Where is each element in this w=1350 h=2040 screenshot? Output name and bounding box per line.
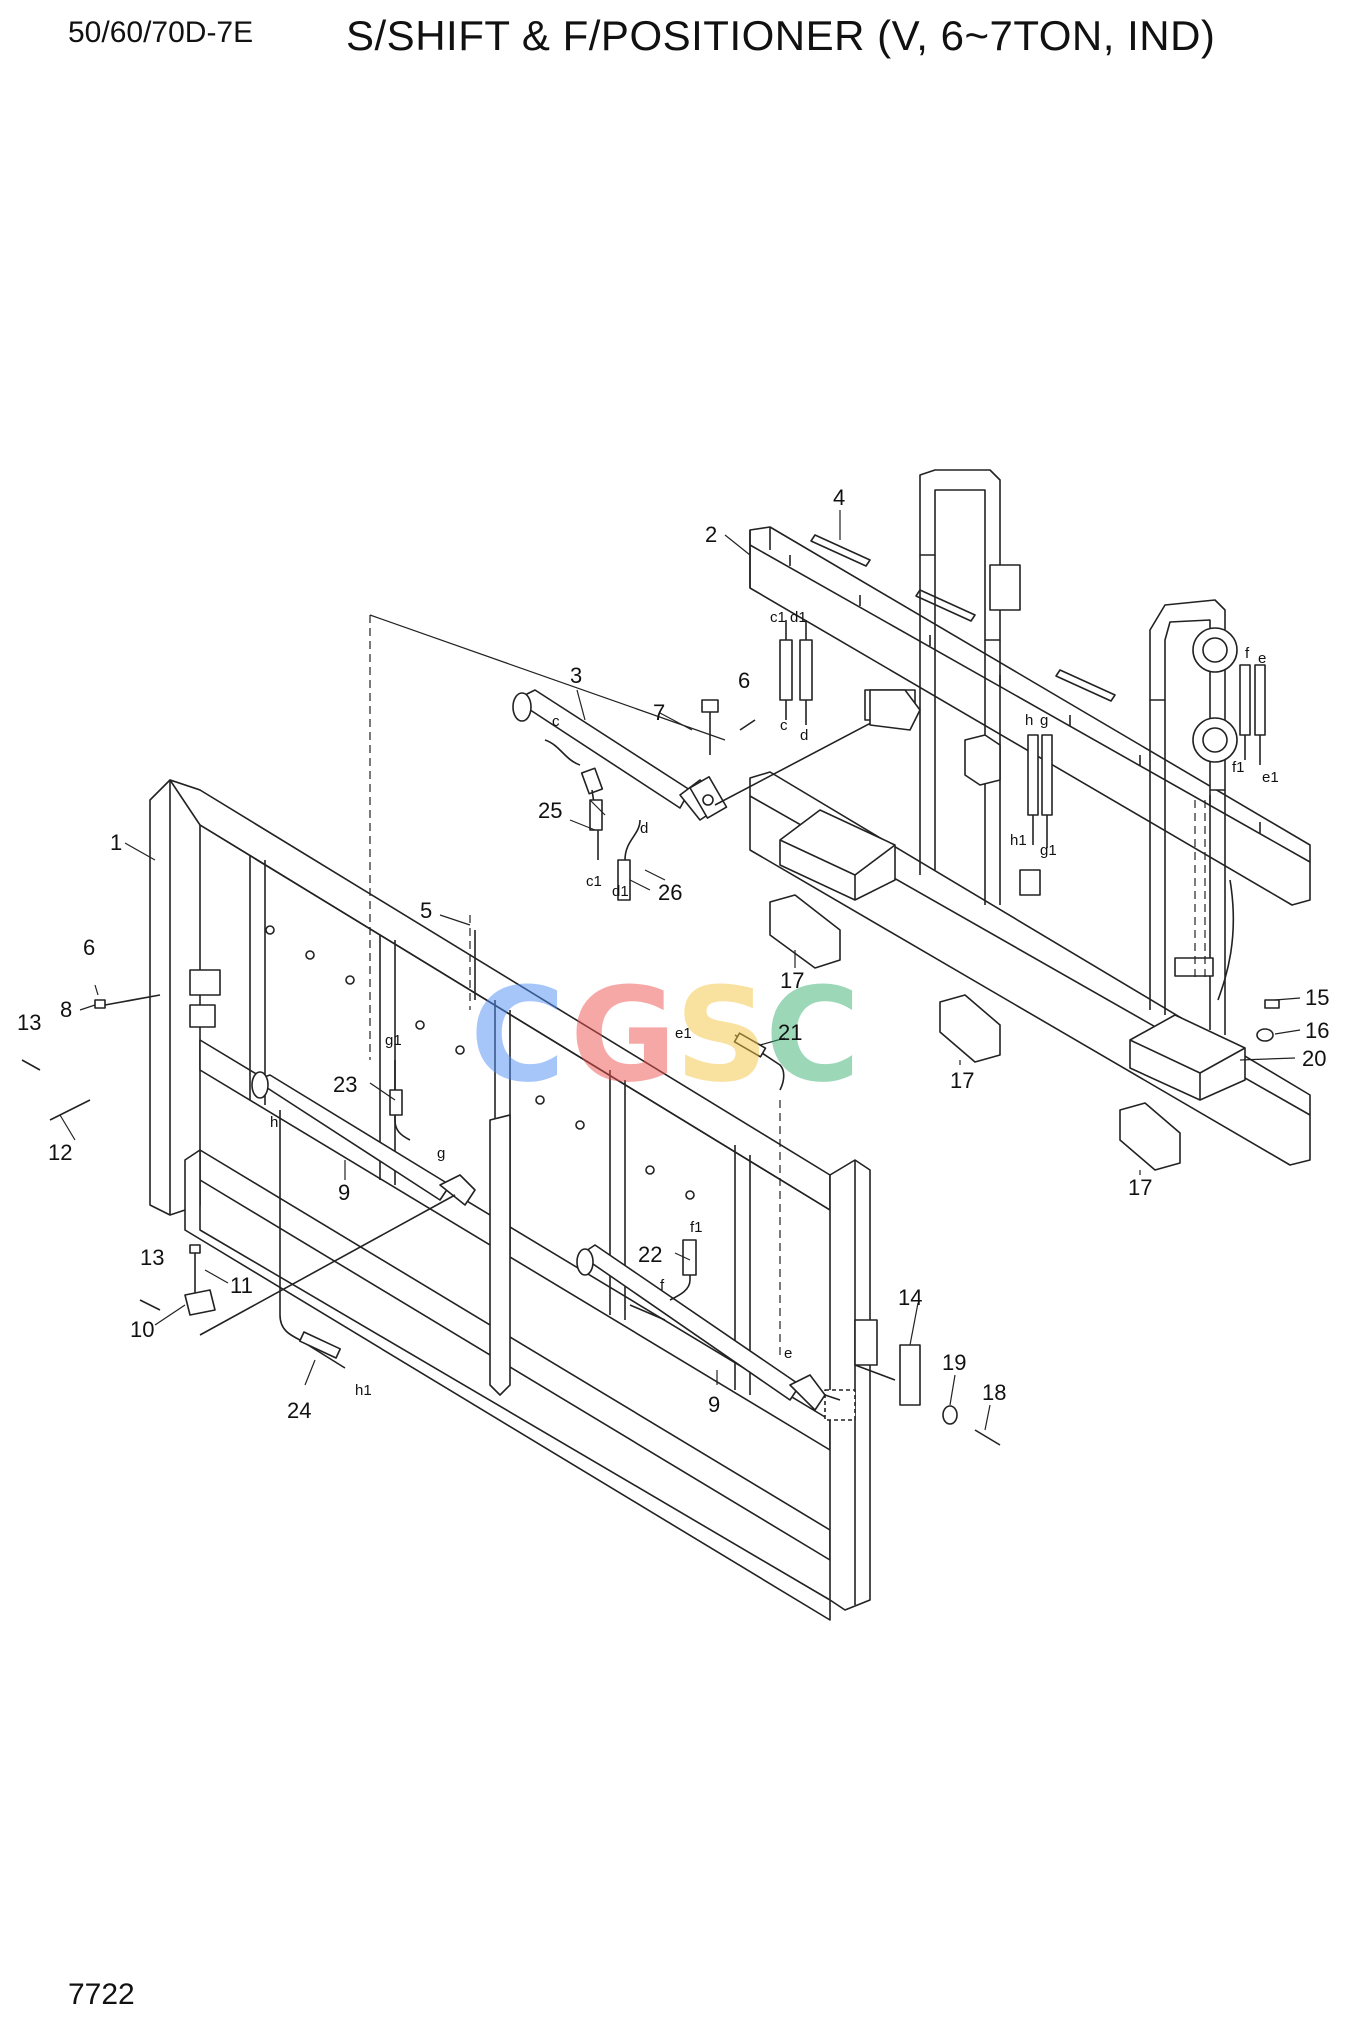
callout-label: 21 bbox=[778, 1020, 802, 1045]
callout-label: 16 bbox=[1305, 1018, 1329, 1043]
port-label: h bbox=[270, 1114, 278, 1131]
callout-label: 3 bbox=[570, 663, 582, 688]
port-labels: c1 d1 c d h g f e f1 e1 h1 g1 c c1 d d1 … bbox=[270, 609, 1279, 1399]
rear-hoses bbox=[779, 620, 1266, 848]
port-label: c1 bbox=[770, 609, 786, 626]
callout-label: 14 bbox=[898, 1285, 922, 1310]
port-label: f bbox=[1245, 645, 1250, 662]
callout-label: 18 bbox=[982, 1380, 1006, 1405]
port-label: f1 bbox=[1232, 759, 1245, 776]
callout-label: 25 bbox=[538, 798, 562, 823]
fork-positioner-cylinders bbox=[199, 1071, 896, 1421]
port-label: h1 bbox=[355, 1382, 372, 1399]
callout-label: 8 bbox=[60, 997, 72, 1022]
fork-pads bbox=[769, 894, 1181, 1171]
port-label: g1 bbox=[1040, 842, 1057, 859]
rear-carriage bbox=[749, 469, 1311, 1166]
callout-label: 12 bbox=[48, 1140, 72, 1165]
leader-lines bbox=[59, 510, 1301, 1431]
callout-label: 13 bbox=[17, 1010, 41, 1035]
model-number: 50/60/70D-7E bbox=[68, 16, 254, 49]
callout-label: 9 bbox=[338, 1180, 350, 1205]
callout-label: 4 bbox=[833, 485, 845, 510]
watermark-letter: G bbox=[570, 959, 677, 1111]
port-label: d1 bbox=[612, 883, 629, 900]
port-label: f1 bbox=[690, 1219, 703, 1236]
callout-label: 20 bbox=[1302, 1046, 1326, 1071]
alignment-lines bbox=[369, 615, 1206, 1360]
callout-label: 24 bbox=[287, 1398, 311, 1423]
watermark: C G S C bbox=[470, 959, 860, 1111]
callout-label: 15 bbox=[1305, 985, 1329, 1010]
callout-label: 26 bbox=[658, 880, 682, 905]
callout-label: 22 bbox=[638, 1242, 662, 1267]
callout-label: 11 bbox=[230, 1273, 253, 1298]
port-label: d bbox=[640, 820, 648, 837]
port-label: e bbox=[784, 1345, 792, 1362]
port-label: c bbox=[552, 713, 560, 730]
small-parts bbox=[21, 699, 1280, 1446]
port-label: f bbox=[660, 1277, 665, 1294]
port-label: g bbox=[1040, 712, 1048, 729]
watermark-letter: S bbox=[675, 959, 769, 1111]
callout-label: 7 bbox=[653, 700, 665, 725]
callout-label: 6 bbox=[83, 935, 95, 960]
callout-label: 17 bbox=[950, 1068, 974, 1093]
front-hoses bbox=[279, 1032, 785, 1369]
callout-label: 13 bbox=[140, 1245, 164, 1270]
watermark-letter: C bbox=[765, 959, 860, 1111]
front-carriage-frame bbox=[149, 779, 878, 1621]
callout-label: 1 bbox=[110, 830, 122, 855]
side-shift-cylinder bbox=[512, 689, 921, 901]
callout-label: 5 bbox=[420, 898, 432, 923]
callout-label: 9 bbox=[708, 1392, 720, 1417]
port-label: d1 bbox=[790, 609, 807, 626]
port-label: e bbox=[1258, 650, 1266, 667]
port-label: g bbox=[437, 1145, 445, 1162]
port-label: h bbox=[1025, 712, 1033, 729]
page-title: S/SHIFT & F/POSITIONER (V, 6~7TON, IND) bbox=[346, 12, 1216, 59]
callout-label: 19 bbox=[942, 1350, 966, 1375]
port-label: c bbox=[780, 717, 788, 734]
callout-label: 2 bbox=[705, 522, 717, 547]
callout-label: 23 bbox=[333, 1072, 357, 1097]
port-label: c1 bbox=[586, 873, 602, 890]
callout-label: 17 bbox=[780, 968, 804, 993]
port-label: e1 bbox=[1262, 769, 1279, 786]
port-label: g1 bbox=[385, 1032, 402, 1049]
callout-labels: 1 2 3 4 5 6 6 7 8 9 9 10 11 12 13 13 14 … bbox=[17, 485, 1329, 1423]
port-label: h1 bbox=[1010, 832, 1027, 849]
port-label: d bbox=[800, 727, 808, 744]
callout-label: 10 bbox=[130, 1317, 154, 1342]
page-number: 7722 bbox=[68, 1978, 135, 2011]
callout-label: 17 bbox=[1128, 1175, 1152, 1200]
callout-label: 6 bbox=[738, 668, 750, 693]
watermark-letter: C bbox=[470, 959, 565, 1111]
port-label: e1 bbox=[675, 1025, 692, 1042]
